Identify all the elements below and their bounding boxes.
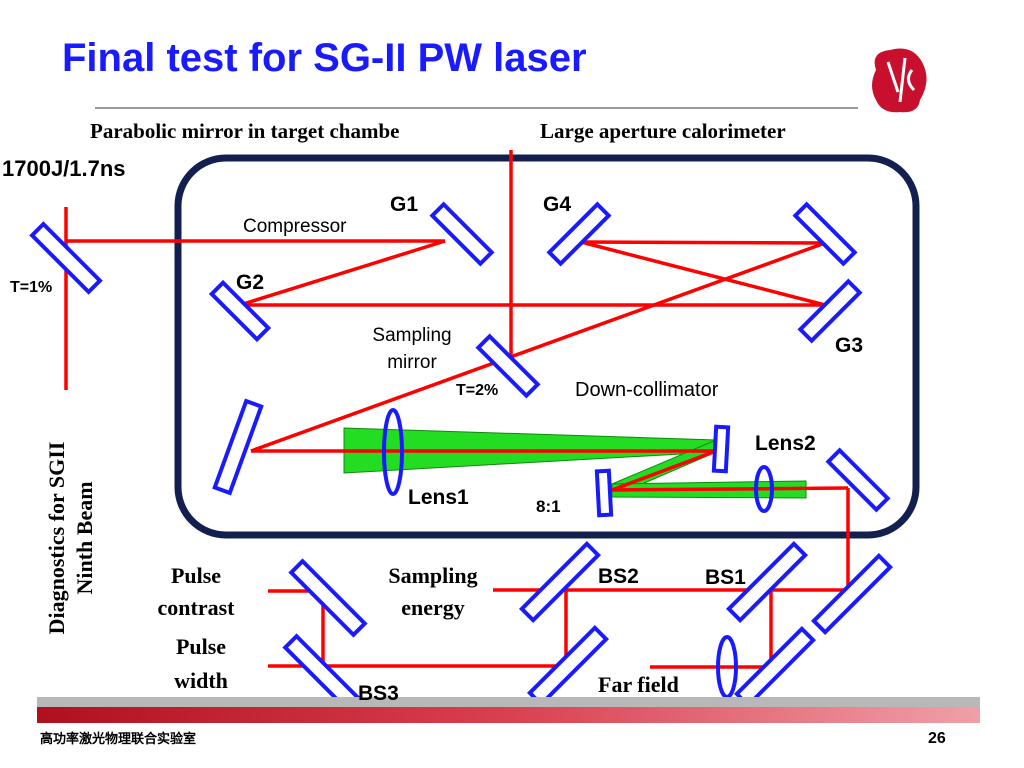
mirror-bottom-right <box>810 552 894 636</box>
down-collimator-mirror-1 <box>711 424 731 474</box>
mirror-right-lens2 <box>825 447 891 513</box>
label-diagnostics-line2: Ninth Beam <box>72 481 97 595</box>
slide-title: Final test for SG-II PW laser <box>62 36 587 80</box>
label-pulse-contrast-line2: contrast <box>157 595 235 620</box>
label-lens1: Lens1 <box>408 486 469 509</box>
label-compressor: Compressor <box>243 216 347 237</box>
label-sampling-mirror: Sampling mirror <box>352 322 472 376</box>
parabolic-mirror-left <box>212 398 264 496</box>
vacuum-chamber <box>174 154 920 539</box>
label-pulse-width: Pulse width <box>145 630 257 698</box>
label-g1: G1 <box>390 193 419 216</box>
label-parabolic-mirror: Parabolic mirror in target chambe <box>90 119 400 143</box>
label-calorimeter: Large aperture calorimeter <box>540 119 786 143</box>
label-pulse-contrast-line1: Pulse <box>170 563 222 588</box>
label-bs2: BS2 <box>598 565 639 588</box>
down-collimator-mirror-2 <box>594 468 614 518</box>
label-bs1: BS1 <box>705 566 746 589</box>
mirror-top-right <box>792 201 858 267</box>
label-t1: T=1% <box>10 279 53 296</box>
grating-g4 <box>546 201 612 267</box>
optics <box>29 201 894 713</box>
lab-logo-seal <box>872 48 927 113</box>
label-diagnostics: Diagnostics for SGII Ninth Beam <box>43 408 99 668</box>
grating-g1 <box>429 201 495 267</box>
beam-splitter-bs2 <box>518 540 602 624</box>
lens1 <box>382 408 404 496</box>
label-sampling-energy-line1: Sampling <box>388 563 478 588</box>
footer-organization: 高功率激光物理联合实验室 <box>40 731 197 746</box>
label-g4: G4 <box>543 193 572 216</box>
label-pulse-width-line2: width <box>174 668 228 693</box>
label-g3: G3 <box>835 334 864 357</box>
label-sampling-mirror-line1: Sampling <box>372 325 452 346</box>
label-pulse-contrast: Pulse contrast <box>140 560 252 624</box>
label-sampling-energy: Sampling energy <box>370 560 496 624</box>
label-far-field: Far field <box>598 672 679 697</box>
mirror-pulse-contrast <box>288 558 368 638</box>
label-g2: G2 <box>236 271 265 294</box>
lens2 <box>754 465 774 513</box>
grating-g2 <box>208 279 272 343</box>
sampling-mirror-t1 <box>29 221 103 295</box>
footer-gradient <box>37 707 980 723</box>
sampling-mirror-t2 <box>475 333 541 399</box>
label-ratio: 8:1 <box>536 497 561 516</box>
label-energy-input: 1700J/1.7ns <box>2 156 126 181</box>
beam-splitter-bs1 <box>725 540 809 624</box>
page-number: 26 <box>928 730 946 747</box>
label-pulse-width-line1: Pulse <box>175 634 227 659</box>
label-sampling-mirror-line2: mirror <box>387 352 437 373</box>
label-down-collimator: Down-collimator <box>575 379 719 401</box>
label-lens2: Lens2 <box>755 432 816 455</box>
label-bs3: BS3 <box>358 682 399 705</box>
label-sampling-energy-line2: energy <box>401 595 465 620</box>
grating-g3 <box>797 278 863 344</box>
label-diagnostics-line1: Diagnostics for SGII <box>44 441 69 635</box>
label-t2: T=2% <box>456 382 499 399</box>
footer-bar-grey <box>37 697 980 707</box>
